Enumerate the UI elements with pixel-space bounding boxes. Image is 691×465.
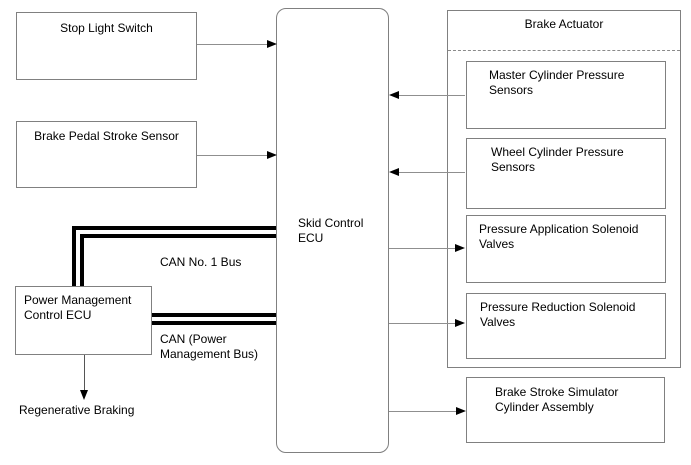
brake-pedal-stroke-sensor-label: Brake Pedal Stroke Sensor (34, 129, 179, 143)
master-cylinder-to-ecu-line (399, 95, 465, 96)
master-cylinder-pressure-sensors-label: Master Cylinder Pressure Sensors (489, 68, 625, 97)
skid-control-ecu-box: Skid Control ECU (276, 8, 389, 453)
can1-bus-inner-horizontal (80, 234, 276, 238)
brake-actuator-title: Brake Actuator (524, 17, 604, 31)
brake-stroke-simulator-box: Brake Stroke Simulator Cylinder Assembly (466, 377, 665, 443)
pressure-reduction-solenoid-valves-label: Pressure Reduction Solenoid Valves (480, 300, 636, 329)
pedal-sensor-to-ecu-arrowhead-icon (267, 151, 277, 159)
power-management-control-ecu-label: Power Management Control ECU (24, 293, 132, 322)
ecu-to-simulator-line (389, 411, 457, 412)
ecu-to-simulator-arrowhead-icon (456, 407, 466, 415)
can1-bus-outer-vertical (72, 226, 76, 286)
brake-actuator-divider (448, 50, 680, 51)
can1-bus-outer-horizontal (72, 226, 276, 230)
wheel-cylinder-pressure-sensors-label: Wheel Cylinder Pressure Sensors (491, 145, 624, 174)
can-power-bus-top-line (152, 313, 276, 317)
can-power-bus-bottom-line (152, 321, 276, 325)
stop-light-to-ecu-line (197, 44, 268, 45)
brake-stroke-simulator-label: Brake Stroke Simulator Cylinder Assembly (495, 385, 619, 414)
ecu-to-pressure-reduction-arrowhead-icon (455, 319, 465, 327)
pressure-reduction-solenoid-valves-box: Pressure Reduction Solenoid Valves (466, 293, 666, 359)
power-management-control-ecu-box: Power Management Control ECU (15, 286, 152, 355)
ecu-to-pressure-application-line (389, 248, 456, 249)
regenerative-braking-label: Regenerative Braking (19, 403, 135, 417)
pedal-sensor-to-ecu-line (197, 155, 268, 156)
pressure-application-solenoid-valves-label: Pressure Application Solenoid Valves (479, 222, 639, 251)
regenerative-braking-line (84, 355, 85, 391)
ecu-to-pressure-reduction-line (389, 323, 456, 324)
wheel-cylinder-pressure-sensors-box: Wheel Cylinder Pressure Sensors (466, 138, 666, 209)
wheel-cylinder-to-ecu-arrowhead-icon (389, 168, 399, 176)
can-power-management-bus-label: CAN (Power Management Bus) (160, 332, 259, 361)
master-cylinder-to-ecu-arrowhead-icon (389, 91, 399, 99)
stop-light-switch-label: Stop Light Switch (60, 21, 153, 35)
pressure-application-solenoid-valves-box: Pressure Application Solenoid Valves (466, 215, 666, 283)
regenerative-braking-arrowhead-icon (80, 390, 88, 400)
brake-actuator-group-box: Brake Actuator Master Cylinder Pressure … (447, 10, 681, 368)
can-no1-bus-label: CAN No. 1 Bus (160, 255, 242, 269)
skid-control-ecu-label: Skid Control ECU (298, 216, 364, 245)
can1-bus-inner-vertical (80, 234, 84, 286)
stop-light-to-ecu-arrowhead-icon (267, 40, 277, 48)
ecu-to-pressure-application-arrowhead-icon (455, 244, 465, 252)
master-cylinder-pressure-sensors-box: Master Cylinder Pressure Sensors (466, 61, 666, 129)
stop-light-switch-box: Stop Light Switch (16, 12, 197, 80)
wheel-cylinder-to-ecu-line (399, 172, 465, 173)
brake-pedal-stroke-sensor-box: Brake Pedal Stroke Sensor (16, 121, 197, 188)
